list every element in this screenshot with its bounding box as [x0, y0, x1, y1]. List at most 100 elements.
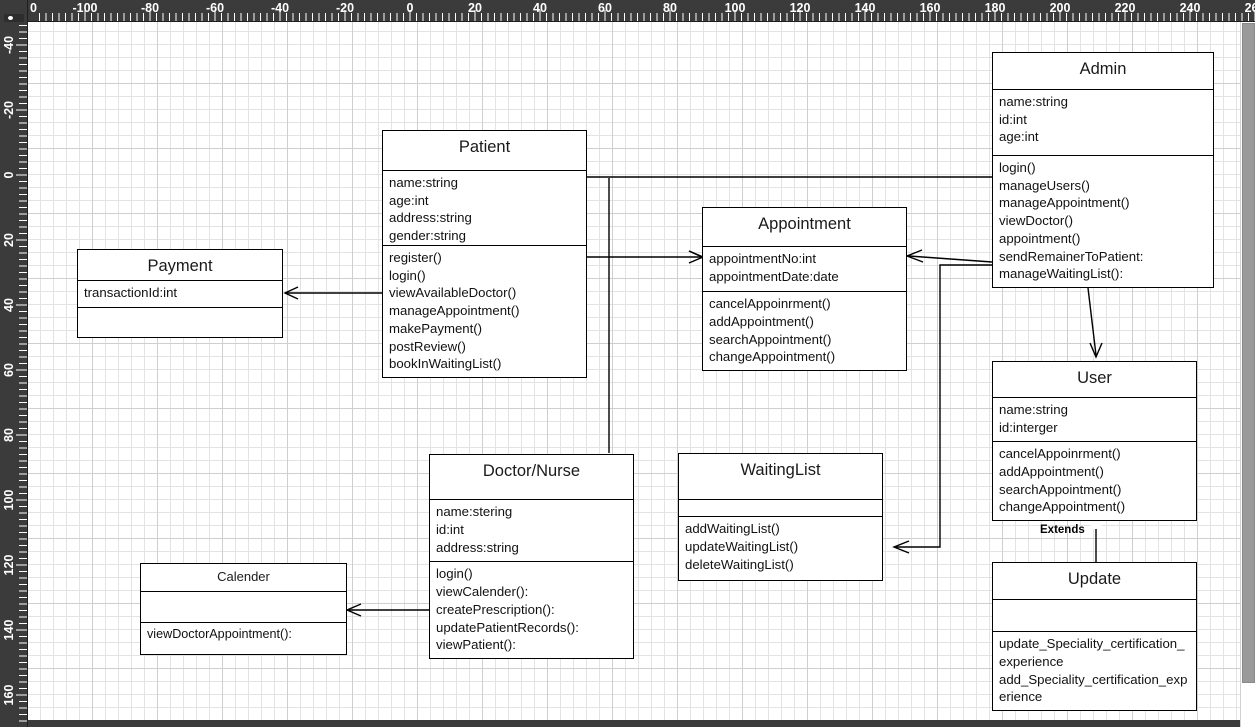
- vertical-scrollbar-thumb[interactable]: [1242, 23, 1255, 683]
- class-method: deleteWaitingList(): [685, 556, 794, 572]
- class-attribute: appointmentNo:int: [709, 251, 817, 266]
- svg-text:20: 20: [2, 233, 16, 247]
- ruler-origin-button[interactable]: [4, 14, 24, 22]
- class-name: Admin: [1079, 60, 1127, 78]
- class-methods-compartment: register()login()viewAvailableDoctor()ma…: [383, 244, 586, 377]
- class-name: Calender: [217, 569, 270, 584]
- svg-text:260: 260: [1245, 1, 1255, 15]
- class-attribute: id:int: [999, 111, 1027, 127]
- class-title-compartment: Payment: [78, 250, 282, 280]
- class-box-waitinglist[interactable]: WaitingList addWaitingList()updateWaiting…: [678, 453, 883, 581]
- svg-text:40: 40: [2, 298, 16, 312]
- class-name: Appointment: [758, 215, 851, 233]
- class-attribute: address:string: [436, 539, 519, 555]
- class-title-compartment: Doctor/Nurse: [430, 455, 633, 499]
- class-method: postReview(): [389, 338, 466, 354]
- class-methods-compartment: viewDoctorAppointment():: [141, 622, 346, 654]
- class-attribute: age:int: [999, 129, 1039, 145]
- class-method: viewAvailableDoctor(): [389, 285, 517, 301]
- class-box-calender[interactable]: Calender viewDoctorAppointment():: [140, 563, 347, 655]
- class-method: appointment(): [999, 230, 1081, 246]
- class-attributes-compartment: name:stering id:int address:string: [430, 499, 633, 561]
- svg-text:140: 140: [855, 1, 876, 15]
- class-attributes-compartment: [679, 499, 882, 516]
- svg-text:-20: -20: [2, 101, 16, 119]
- svg-text:120: 120: [2, 555, 16, 576]
- svg-text:40: 40: [533, 1, 547, 15]
- connector-patient-to-payment[interactable]: [283, 286, 382, 300]
- svg-text:0: 0: [30, 1, 37, 15]
- svg-text:160: 160: [920, 1, 941, 15]
- class-method: addWaitingList(): [685, 521, 780, 536]
- class-title-compartment: Patient: [383, 131, 586, 170]
- svg-text:180: 180: [985, 1, 1006, 15]
- class-attributes-compartment: [993, 599, 1196, 631]
- class-title-spacer: [383, 163, 586, 170]
- class-method: changeAppointment(): [709, 349, 836, 365]
- class-method: sendRemainerToPatient:: [999, 248, 1144, 264]
- class-name: Doctor/Nurse: [482, 462, 581, 480]
- class-methods-compartment: cancelAppoinrment()addAppointment()searc…: [993, 441, 1196, 520]
- class-box-doctor-nurse[interactable]: Doctor/Nurse name:stering id:int address:st…: [429, 454, 634, 659]
- svg-text:100: 100: [725, 1, 746, 15]
- class-method: manageAppointment(): [999, 195, 1130, 211]
- connector-patient-to-appointment[interactable]: [587, 250, 705, 264]
- connector-update-to-user[interactable]: Extends: [1040, 515, 1103, 562]
- class-attribute: id:int: [436, 522, 464, 537]
- class-method: manageAppointment(): [389, 303, 520, 318]
- class-method: register(): [389, 249, 442, 265]
- horizontal-scrollbar[interactable]: [28, 720, 1240, 727]
- class-methods-compartment: cancelAppoinrment()addAppointment()searc…: [703, 291, 906, 370]
- svg-text:200: 200: [1050, 1, 1071, 15]
- svg-text:60: 60: [598, 1, 612, 15]
- class-attribute: transactionId:int: [84, 285, 178, 300]
- class-title-compartment: User: [993, 362, 1196, 397]
- svg-text:-40: -40: [271, 1, 289, 15]
- svg-text:-100: -100: [72, 1, 97, 15]
- class-box-admin[interactable]: Admin name:string id:int age:int login()mana…: [992, 52, 1214, 288]
- class-name: WaitingList: [740, 461, 821, 479]
- class-title-compartment: WaitingList: [679, 454, 882, 499]
- class-method: add_Speciality_certification_experience: [999, 671, 1188, 705]
- diagram-canvas[interactable]: Extends Admin name:string id:int age:int log…: [28, 22, 1247, 720]
- class-method: viewDoctorAppointment():: [147, 627, 292, 641]
- horizontal-scrollbar-thumb[interactable]: [28, 720, 1008, 727]
- svg-text:0: 0: [2, 171, 16, 178]
- class-attributes-compartment: name:string id:int age:int: [993, 88, 1213, 155]
- class-attribute: gender:string: [389, 228, 466, 243]
- connector-admin-to-user[interactable]: [1087, 287, 1103, 359]
- class-methods-compartment: addWaitingList()updateWaitingList()delet…: [679, 516, 882, 580]
- class-title-compartment: Appointment: [703, 208, 906, 246]
- class-attribute: name:string: [999, 93, 1068, 109]
- class-method: updatePatientRecords():: [436, 619, 579, 635]
- class-name: Update: [1067, 570, 1122, 588]
- svg-text:140: 140: [2, 620, 16, 641]
- vertical-scrollbar[interactable]: [1240, 22, 1255, 727]
- class-methods-compartment: login()manageUsers()manageAppointment()v…: [993, 154, 1213, 287]
- connector-admin-to-waitinglist[interactable]: [892, 264, 992, 554]
- svg-text:-80: -80: [141, 1, 159, 15]
- connector-admin-to-appointment[interactable]: [905, 249, 993, 263]
- class-box-payment[interactable]: Payment transactionId:int: [77, 249, 283, 338]
- class-title-spacer: [430, 487, 633, 499]
- class-attribute: name:stering: [436, 504, 513, 520]
- class-method: bookInWaitingList(): [389, 356, 502, 372]
- svg-text:220: 220: [1115, 1, 1136, 15]
- class-method: addAppointment(): [709, 313, 814, 329]
- class-attribute: id:interger: [999, 419, 1058, 435]
- class-title-compartment: Calender: [141, 564, 346, 591]
- svg-text:120: 120: [790, 1, 811, 15]
- svg-text:80: 80: [663, 1, 677, 15]
- class-methods-compartment: login()viewCalender():createPrescription…: [430, 561, 633, 658]
- class-method: manageWaitingList():: [999, 266, 1124, 282]
- class-name: Patient: [458, 138, 511, 156]
